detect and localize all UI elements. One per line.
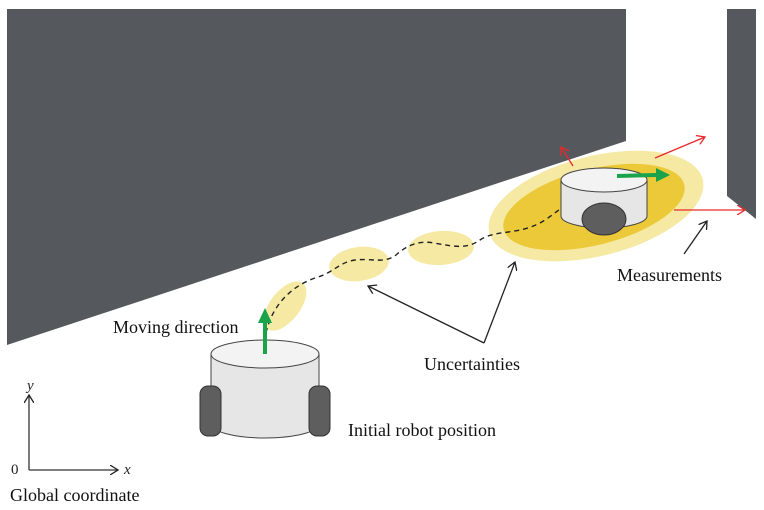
measurements-pointer xyxy=(683,221,707,255)
moving-direction-label: Moving direction xyxy=(113,317,238,337)
initial-robot-wheel-left xyxy=(199,385,222,437)
wall-right xyxy=(727,9,756,219)
final-robot-wheel xyxy=(581,202,627,236)
initial-robot-position-label: Initial robot position xyxy=(348,420,496,440)
y-axis-label: y xyxy=(25,378,34,394)
uncertainties-pointer-right xyxy=(483,262,515,344)
measurement-arrow-upright xyxy=(654,137,705,159)
uncertainty-ellipse-1 xyxy=(263,281,307,331)
global-coordinate-label: Global coordinate xyxy=(10,485,139,505)
uncertainty-ellipse-3 xyxy=(408,230,474,266)
initial-robot xyxy=(199,339,331,439)
uncertainty-ellipse-2 xyxy=(329,246,389,282)
initial-robot-wheel-right xyxy=(308,385,331,437)
measurements-label: Measurements xyxy=(617,265,722,285)
global-coordinate-axes xyxy=(29,395,118,470)
final-heading-arrow xyxy=(616,173,657,178)
robot-path xyxy=(265,189,587,334)
measurement-arrow-up xyxy=(561,147,574,167)
moving-direction-arrowhead xyxy=(258,308,272,323)
origin-label: 0 xyxy=(11,462,19,478)
final-robot xyxy=(560,167,648,236)
wall-left xyxy=(7,9,626,345)
uncertainties-pointer-left xyxy=(368,286,485,344)
final-heading-arrowhead xyxy=(656,168,670,182)
uncertainties-label: Uncertainties xyxy=(424,354,520,374)
x-axis-label: x xyxy=(123,462,131,478)
